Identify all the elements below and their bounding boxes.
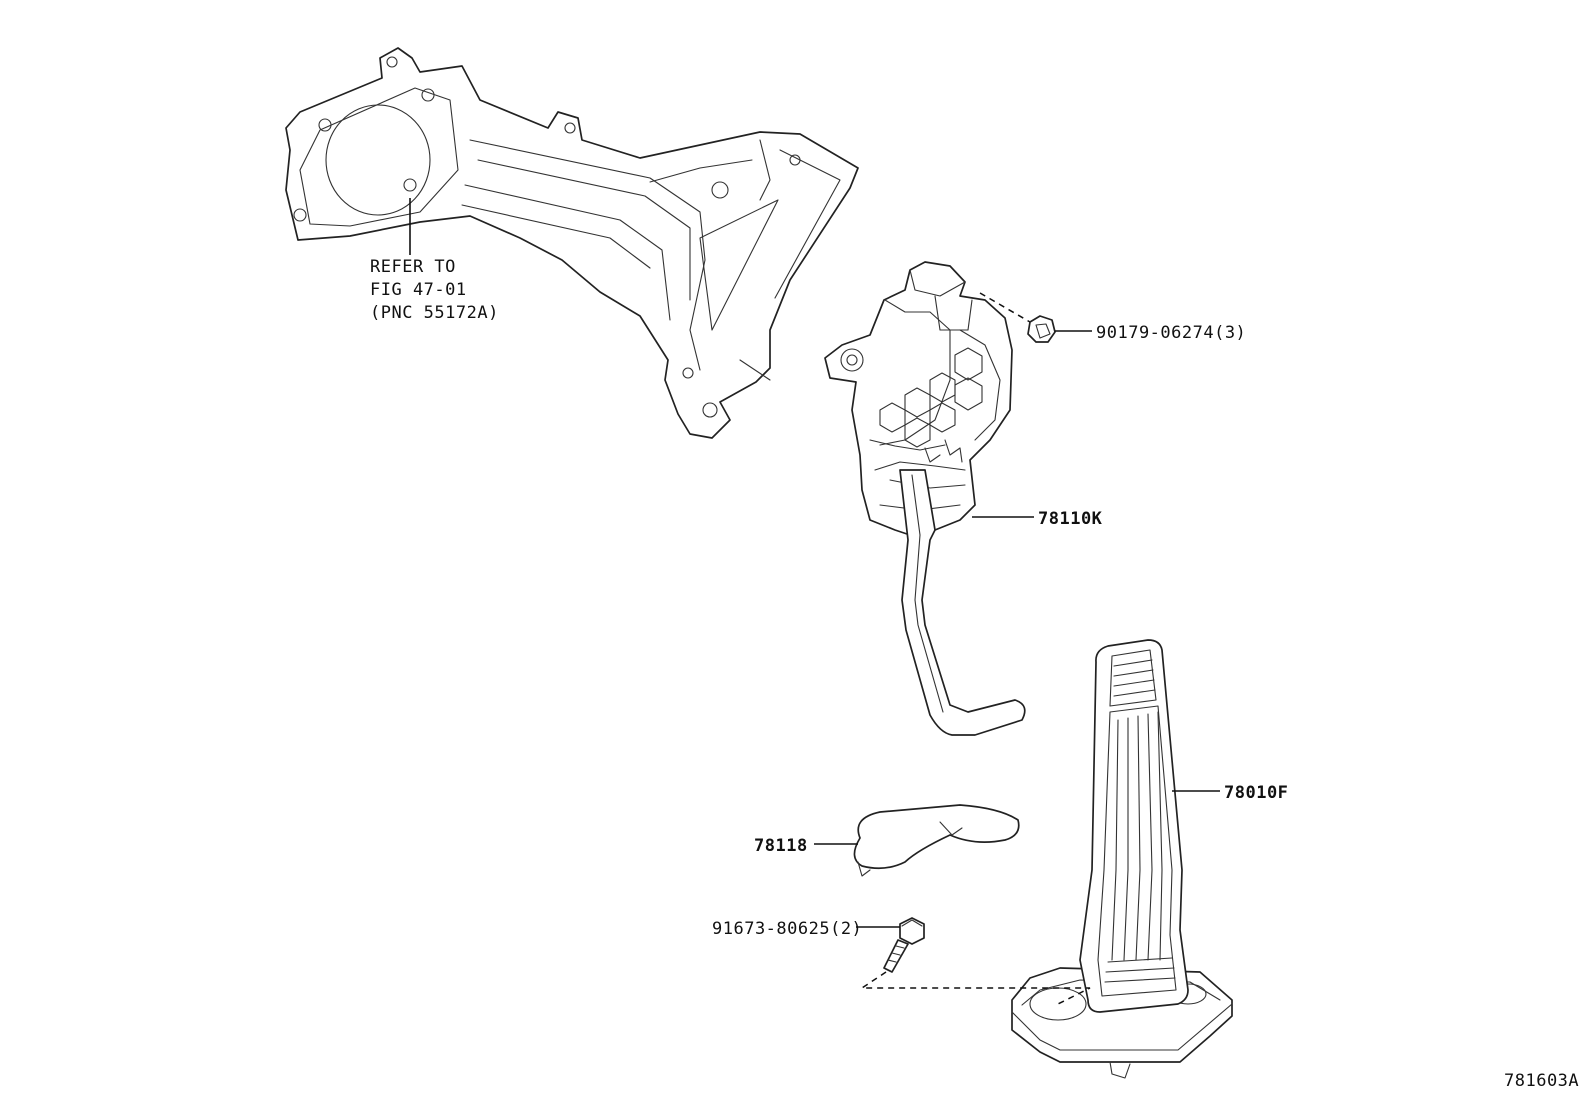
pedal-sensor-assembly-drawing	[824, 261, 1013, 541]
bolt-part-number: 91673-80625(2)	[712, 919, 862, 939]
refer-to-line-1: REFER TO	[370, 257, 456, 277]
refer-to-line-2: FIG 47-01	[370, 280, 467, 300]
pedal-bracket-drawing	[285, 47, 859, 439]
bolt-drawing	[883, 917, 925, 973]
cover-part-number: 78118	[754, 836, 808, 856]
nut-drawing	[1027, 315, 1056, 343]
pedal-pad-drawing	[1011, 639, 1233, 1079]
refer-to-line-3: (PNC 55172A)	[370, 303, 499, 323]
nut-part-number: 90179-06274(3)	[1096, 323, 1246, 343]
figure-code: 781603A	[1504, 1071, 1579, 1091]
pedal-arm-drawing	[899, 469, 1026, 736]
cover-drawing	[853, 804, 1020, 877]
pedal-part-number: 78010F	[1224, 783, 1288, 803]
sensor-part-number: 78110K	[1038, 509, 1103, 529]
